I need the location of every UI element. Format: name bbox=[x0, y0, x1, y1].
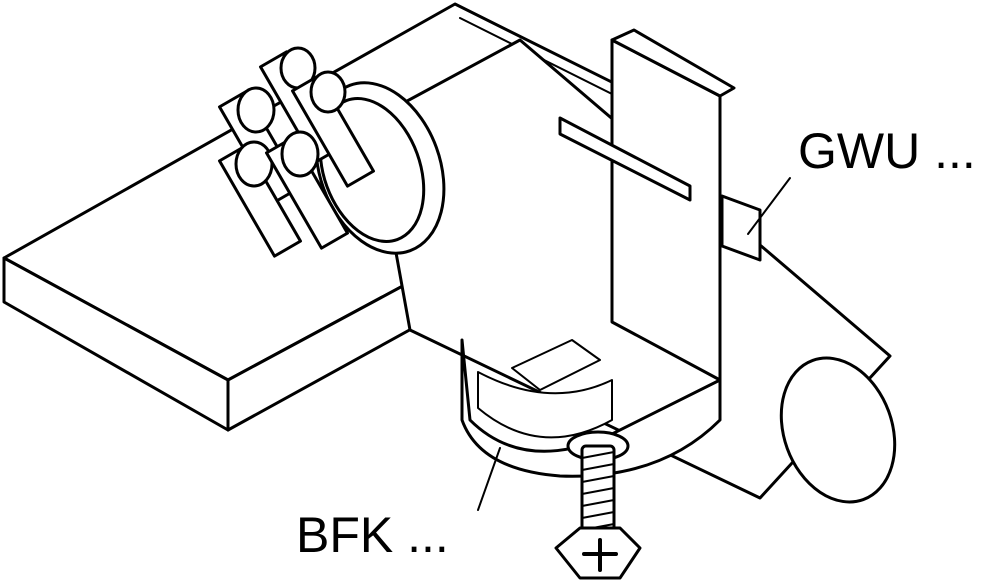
clamp-inner-slot bbox=[558, 116, 692, 202]
gwu-leader-line bbox=[747, 177, 791, 235]
screw bbox=[554, 430, 642, 580]
gwu-mount bbox=[720, 194, 762, 262]
clamp-bracket bbox=[460, 28, 762, 478]
core-5 bbox=[265, 130, 349, 250]
cable-cores bbox=[218, 46, 375, 258]
bfk-callout-label: BFK ... bbox=[296, 507, 449, 563]
clamp-inner-arc bbox=[477, 371, 613, 439]
clamp-lower-band bbox=[460, 338, 722, 478]
screw-head-cross-icon bbox=[582, 538, 618, 572]
bfk-leader-line bbox=[477, 447, 501, 511]
cylinder-end-cap bbox=[779, 356, 897, 504]
core-4 bbox=[218, 140, 302, 258]
gwu-callout-label: GWU ... bbox=[798, 123, 976, 179]
core-2 bbox=[291, 70, 375, 188]
clamp-upright-front bbox=[610, 38, 722, 382]
clamp-window bbox=[511, 339, 601, 391]
clamp-upright-side bbox=[610, 28, 736, 98]
